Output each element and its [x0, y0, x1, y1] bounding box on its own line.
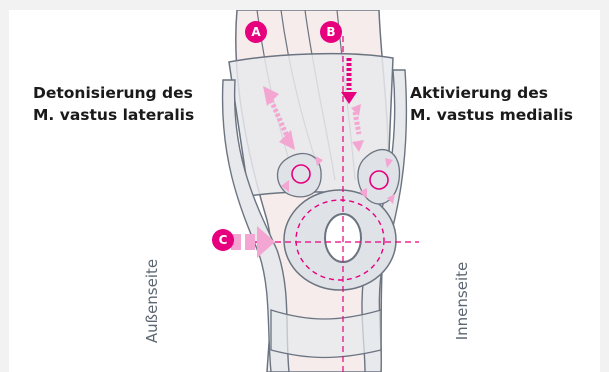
marker-a: A [245, 21, 267, 43]
knee-brace-illustration [9, 10, 600, 372]
lateral-pad [278, 154, 322, 197]
left-title-line-1: Detonisierung des [33, 82, 193, 104]
left-title-line-2: M. vastus lateralis [33, 104, 194, 126]
inner-side-label: Innenseite [453, 246, 471, 356]
marker-c: C [212, 229, 234, 251]
marker-b: B [320, 21, 342, 43]
right-title-line-1: Aktivierung des [410, 82, 548, 104]
outer-side-label: Außenseite [143, 246, 161, 356]
knee-brace-diagram: A B C Detonisierung des M. vastus latera… [9, 10, 600, 372]
right-title-line-2: M. vastus medialis [410, 104, 573, 126]
